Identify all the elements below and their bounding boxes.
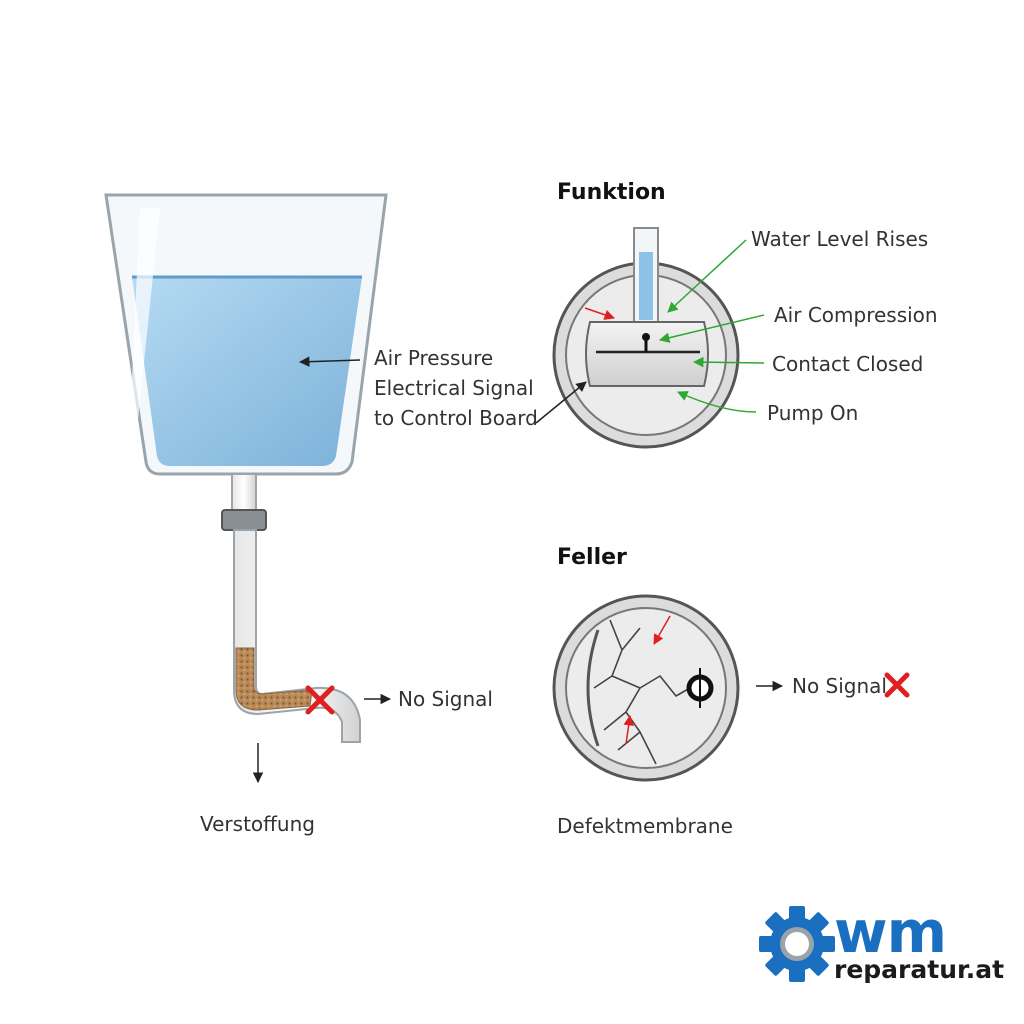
pressure-switch-defective [552, 594, 740, 782]
pump-on-callout [677, 391, 757, 413]
drain-tube [221, 473, 361, 743]
air-pressure-label: Air Pressure [374, 346, 494, 370]
control-board-label: to Control Board [374, 406, 538, 430]
tube-coupling [221, 509, 267, 531]
pressure-switch-working [552, 227, 740, 449]
water-level-rises-label: Water Level Rises [751, 227, 929, 251]
air-pressure-arrow [298, 356, 361, 367]
water-body [132, 277, 362, 466]
water-level-callout [667, 239, 747, 313]
logo-gear-icon [759, 906, 835, 982]
crack-lines [593, 619, 691, 765]
clog-sediment [235, 647, 313, 711]
feller-red-arrow-bottom [623, 714, 634, 745]
verstoffung-label: Verstoffung [200, 812, 315, 836]
contact-closed-callout [692, 356, 765, 368]
feller-heading: Feller [557, 545, 627, 570]
water-container [104, 193, 388, 476]
signal-arrow [535, 381, 587, 424]
pump-on-label: Pump On [767, 401, 859, 425]
logo-site-text: reparatur.at [834, 955, 1005, 984]
clog-cross-mark-icon [305, 685, 335, 715]
no-signal-left-label: No Signal [398, 687, 493, 711]
electrical-signal-label: Electrical Signal [374, 376, 534, 400]
funktion-heading: Funktion [557, 180, 666, 205]
contact-closed-label: Contact Closed [772, 352, 924, 376]
feller-cross-mark-icon [884, 672, 910, 698]
defektmembrane-label: Defektmembrane [557, 814, 733, 838]
feller-red-arrow-top [653, 615, 671, 645]
no-signal-right-label: No Signal [792, 674, 887, 698]
funktion-red-arrow [584, 307, 615, 320]
air-compression-callout [658, 314, 765, 343]
membrane-housing [585, 321, 709, 387]
air-compression-label: Air Compression [774, 303, 938, 327]
logo-wm-text: wm [834, 898, 947, 966]
